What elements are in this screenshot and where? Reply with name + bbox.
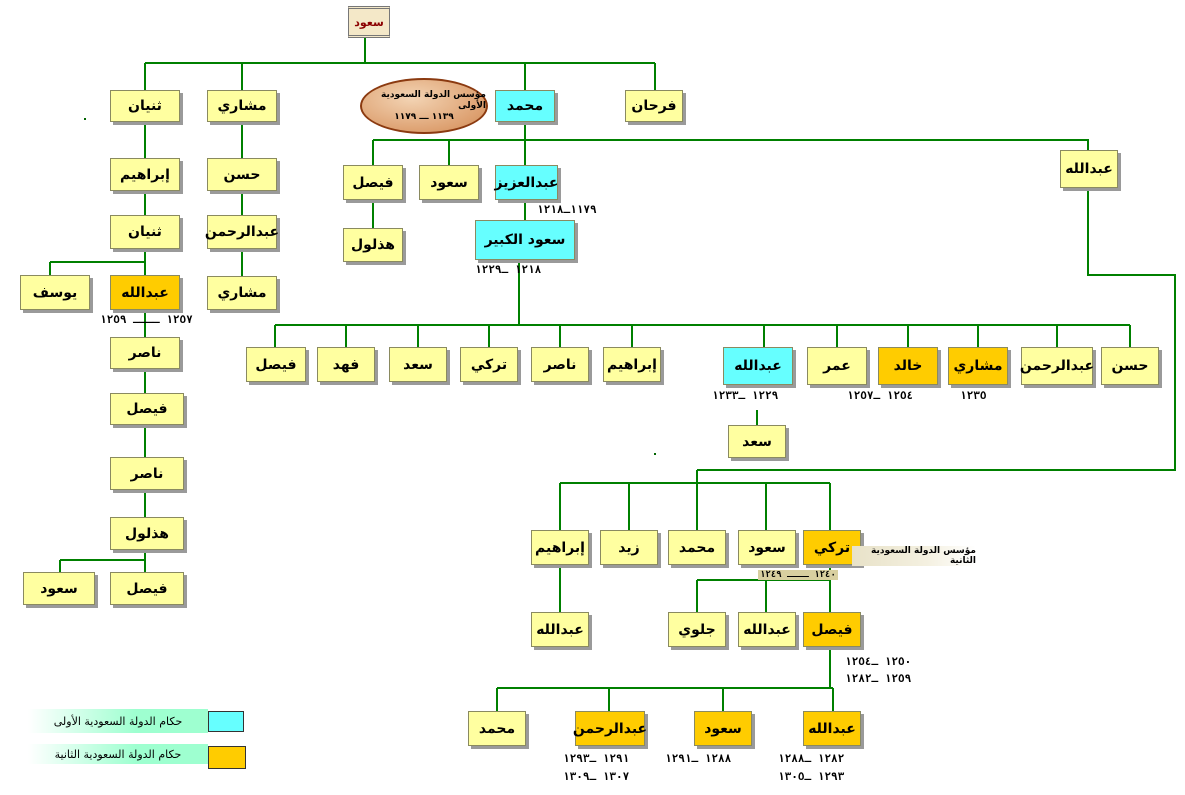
dates-abdulrahman-1: ١٢٩١ ـ١٢٩٣ — [563, 752, 630, 765]
stray-dot — [654, 453, 656, 455]
node-hathlul-left[interactable]: هذلول — [110, 517, 184, 550]
dates-saud-f: ١٢٨٨ ـ١٢٩١ — [665, 752, 732, 765]
legend-second-state-swatch — [208, 746, 246, 769]
stray-dot — [84, 118, 86, 120]
dates-turki: ١٢٤٠ ــــ ١٢٤٩ — [758, 570, 838, 580]
node-abdulrahman-k[interactable]: عبدالرحمن — [1020, 347, 1094, 385]
dates-mishari-k: ١٢٣٥ — [960, 389, 987, 402]
node-nasir-2[interactable]: ناصر — [110, 457, 184, 490]
node-turki[interactable]: تركي — [803, 530, 861, 565]
node-saud-f[interactable]: سعود — [694, 711, 752, 746]
node-saad-k[interactable]: سعد — [389, 347, 447, 382]
node-yusuf[interactable]: يوسف — [20, 275, 90, 310]
node-hasan-k[interactable]: حسن — [1101, 347, 1159, 385]
dates-abdullah-thunayyan: ١٢٥٧ ــــ ١٢٥٩ — [100, 313, 193, 326]
node-saud-left[interactable]: سعود — [23, 572, 95, 605]
node-mishari-k[interactable]: مشاري — [948, 347, 1008, 385]
node-saud-b[interactable]: سعود — [738, 530, 796, 565]
node-mishari-2[interactable]: مشاري — [207, 276, 277, 310]
node-fahd-k[interactable]: فهد — [317, 347, 375, 382]
founder-first-state-badge: مؤسس الدولة السعودية الأولى ١١٣٩ ـــ ١١٧… — [360, 78, 488, 134]
node-muhammad-f[interactable]: محمد — [468, 711, 526, 746]
node-ibrahim-k[interactable]: إبراهيم — [603, 347, 661, 382]
node-faisal-k[interactable]: فيصل — [246, 347, 306, 382]
node-muhammad[interactable]: محمد — [495, 90, 555, 122]
node-abdullah-k[interactable]: عبدالله — [723, 347, 793, 385]
dates-abdullah-1: ١٢٨٢ ـ١٢٨٨ — [778, 752, 845, 765]
node-abdullah-b[interactable]: عبدالله — [738, 612, 796, 647]
node-thunayyan[interactable]: ثنيان — [110, 90, 180, 122]
node-zaid[interactable]: زيد — [600, 530, 658, 565]
dates-abdulrahman-2: ١٣٠٧ ـ١٣٠٩ — [563, 770, 630, 783]
node-ibrahim-b[interactable]: إبراهيم — [531, 530, 589, 565]
node-muhammad-b[interactable]: محمد — [668, 530, 726, 565]
legend-second-state-label: حكام الدولة السعودية الثانية — [28, 744, 208, 764]
node-turki-k[interactable]: تركي — [460, 347, 518, 382]
dates-abdullah-k: ١٢٢٩ ـ١٢٣٣ — [712, 389, 779, 402]
node-abdullah-m[interactable]: عبدالله — [1060, 150, 1118, 188]
founder-first-dates: ١١٣٩ ـــ ١١٧٩ — [394, 111, 454, 122]
node-thunayyan-2[interactable]: ثنيان — [110, 215, 180, 249]
node-ibrahim-left[interactable]: إبراهيم — [110, 158, 180, 191]
node-hasan-left[interactable]: حسن — [207, 158, 277, 191]
node-abdullah-f[interactable]: عبدالله — [803, 711, 861, 746]
node-faisal-t2[interactable]: فيصل — [110, 572, 184, 605]
node-faisal-m[interactable]: فيصل — [343, 165, 403, 200]
legend-first-state-label: حكام الدولة السعودية الأولى — [28, 709, 208, 733]
dates-saud-kabir: ١٢١٨ ـ١٢٢٩ — [475, 263, 542, 276]
dates-khalid-k: ١٢٥٤ ـ١٢٥٧ — [847, 389, 914, 402]
node-abdullah-ib[interactable]: عبدالله — [531, 612, 589, 647]
node-saad-a[interactable]: سعد — [728, 425, 786, 458]
legend-first-state-swatch — [208, 711, 244, 732]
node-hathlul-m[interactable]: هذلول — [343, 228, 403, 262]
node-abdullah-thunayyan[interactable]: عبدالله — [110, 275, 180, 310]
node-umar-k[interactable]: عمر — [807, 347, 867, 385]
node-nasir-k[interactable]: ناصر — [531, 347, 589, 382]
node-saud-kabir[interactable]: سعود الكبير — [475, 220, 575, 260]
node-nasir-1[interactable]: ناصر — [110, 337, 180, 369]
node-jalawi[interactable]: جلوي — [668, 612, 726, 647]
node-abdulrahman-f[interactable]: عبدالرحمن — [573, 711, 647, 746]
dates-faisal-2: ١٢٥٩ ـ١٢٨٢ — [845, 672, 912, 685]
dates-abdullah-2: ١٢٩٣ ـ١٣٠٥ — [778, 770, 845, 783]
node-faisal-t1[interactable]: فيصل — [110, 393, 184, 425]
founder-second-state-banner: مؤسس الدولة السعودية الثانية — [852, 546, 976, 566]
root-node-saud[interactable]: سعود — [348, 6, 390, 38]
node-mishari[interactable]: مشاري — [207, 90, 277, 122]
node-farhan[interactable]: فرحان — [625, 90, 683, 122]
node-abdulrahman-left[interactable]: عبدالرحمن — [205, 215, 279, 249]
founder-first-title: مؤسس الدولة السعودية الأولى — [381, 89, 486, 111]
node-saud-m[interactable]: سعود — [419, 165, 479, 200]
node-faisal[interactable]: فيصل — [803, 612, 861, 647]
node-abdulaziz[interactable]: عبدالعزيز — [495, 165, 559, 200]
dates-abdulaziz: ١١٧٩ـ١٢١٨ — [537, 203, 597, 216]
dates-faisal-1: ١٢٥٠ ـ١٢٥٤ — [845, 655, 912, 668]
node-khalid-k[interactable]: خالد — [878, 347, 938, 385]
